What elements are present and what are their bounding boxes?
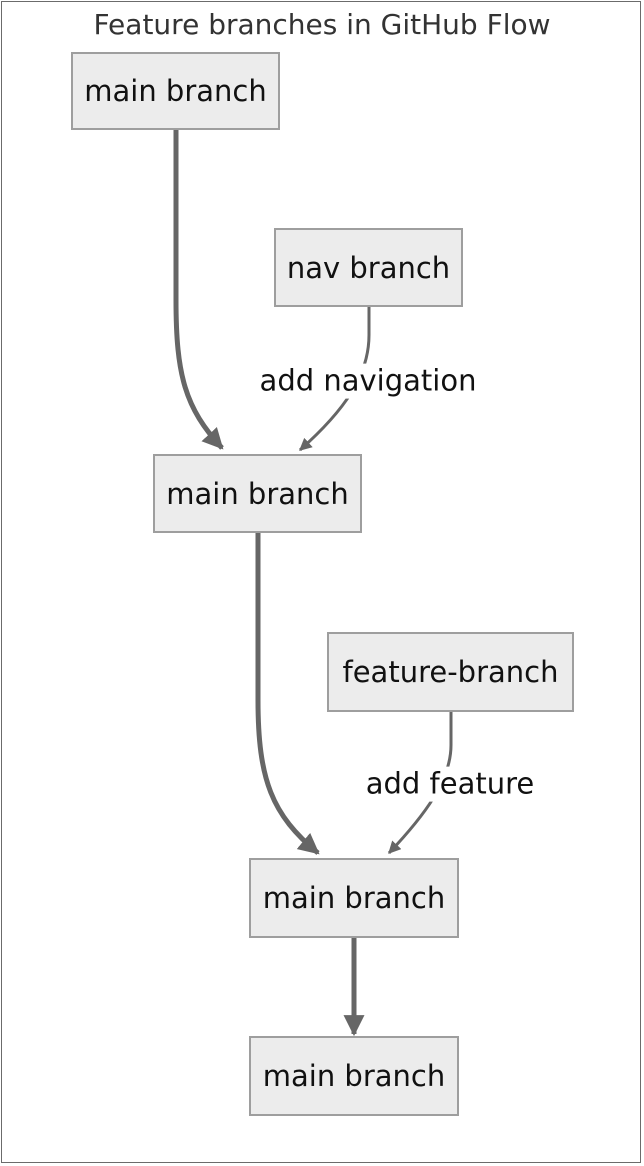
diagram-title: Feature branches in GitHub Flow [93, 8, 551, 41]
edge-label-add-navigation: add navigation [256, 363, 480, 399]
edge-main1-main2 [173, 128, 224, 450]
node-nav-branch: nav branch [274, 228, 463, 307]
node-main-branch-1: main branch [71, 52, 280, 130]
node-feature-branch: feature-branch [327, 632, 574, 712]
node-main-branch-4: main branch [249, 1036, 459, 1116]
edge-label-add-feature: add feature [362, 766, 538, 802]
node-main-branch-2: main branch [153, 454, 362, 533]
edge-main2-main3 [255, 532, 320, 855]
node-main-branch-3: main branch [249, 858, 459, 938]
